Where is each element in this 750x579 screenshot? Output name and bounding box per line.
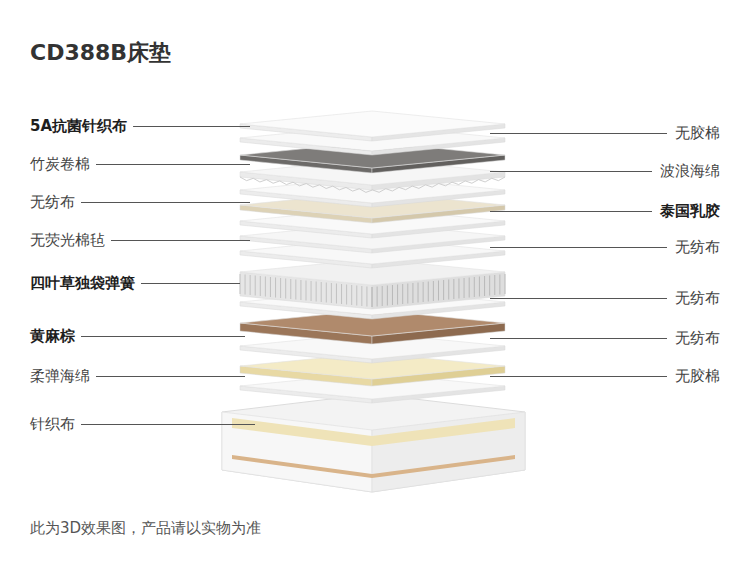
- leader-line: [111, 240, 250, 241]
- leader-line: [133, 126, 250, 127]
- spring-coil: [448, 280, 449, 300]
- spring-coil: [275, 278, 276, 298]
- spring-coil: [407, 284, 408, 304]
- leader-line: [490, 376, 667, 377]
- spring-coil: [351, 285, 352, 305]
- leader-line: [490, 211, 652, 212]
- caption: 此为3D效果图，产品请以实物为准: [30, 519, 261, 538]
- spring-coil: [372, 287, 373, 307]
- spring-coil: [382, 286, 383, 306]
- leader-line: [81, 202, 250, 203]
- leader-line: [81, 424, 255, 425]
- spring-coil: [321, 282, 322, 302]
- leader-line: [490, 247, 667, 248]
- spring-coil: [270, 277, 271, 297]
- leader-line: [490, 298, 667, 299]
- spring-coil: [341, 284, 342, 304]
- spring-coil: [265, 277, 266, 297]
- part-label: 无纺布: [675, 237, 720, 257]
- spring-coil: [361, 286, 362, 306]
- part-label: 柔弹海绵: [30, 366, 90, 386]
- part-label: 无纺布: [675, 288, 720, 308]
- tray-body: [222, 394, 525, 492]
- spring-coil: [245, 275, 246, 295]
- spring-coil: [499, 275, 500, 295]
- spring-coil: [356, 286, 357, 306]
- spring-coil: [372, 287, 373, 307]
- spring-coil: [290, 279, 291, 299]
- spring-coil: [402, 284, 403, 304]
- spring-coil: [306, 281, 307, 301]
- spring-coil: [505, 274, 506, 294]
- tray-stripe: [232, 418, 372, 446]
- leader-line: [81, 336, 245, 337]
- title: CD388B床垫: [30, 38, 171, 68]
- part-label: 黄麻棕: [30, 326, 75, 346]
- spring-coil: [285, 279, 286, 299]
- spring-coil: [438, 281, 439, 301]
- spring-coil: [469, 278, 470, 298]
- tray-stripe: [372, 455, 515, 478]
- leader-line: [490, 133, 667, 134]
- spring-coil: [311, 281, 312, 301]
- part-label: 5A抗菌针织布: [30, 116, 127, 136]
- part-label: 无胶棉: [675, 366, 720, 386]
- part-label: 无胶棉: [675, 123, 720, 143]
- part-label: 竹炭卷棉: [30, 154, 90, 174]
- tray-side: [372, 412, 525, 492]
- tray-stripe: [232, 455, 372, 478]
- spring-coil: [260, 276, 261, 296]
- spring-coil: [255, 276, 256, 296]
- part-label: 无纺布: [675, 328, 720, 348]
- spring-coil: [474, 277, 475, 297]
- base-tray: [222, 394, 525, 492]
- spring-coil: [392, 285, 393, 305]
- spring-coil: [418, 283, 419, 303]
- leader-line: [141, 283, 240, 284]
- leader-line: [96, 376, 245, 377]
- spring-coil: [366, 287, 367, 307]
- spring-coil: [494, 275, 495, 295]
- spring-coil: [484, 276, 485, 296]
- leader-line: [96, 164, 250, 165]
- wave-edge: [240, 177, 505, 192]
- spring-coil: [443, 280, 444, 300]
- spring-coil: [316, 282, 317, 302]
- spring-coil: [423, 282, 424, 302]
- spring-coil: [489, 276, 490, 296]
- leader-line: [490, 171, 652, 172]
- spring-coil: [295, 280, 296, 300]
- part-label: 针织布: [30, 414, 75, 434]
- spring-coil: [387, 286, 388, 306]
- spring-coil: [428, 282, 429, 302]
- spring-coil: [479, 277, 480, 297]
- spring-coil: [433, 281, 434, 301]
- leader-line: [490, 338, 667, 339]
- spring-coil: [412, 283, 413, 303]
- spring-coil: [331, 283, 332, 303]
- spring-coil: [326, 283, 327, 303]
- spring-coil: [250, 275, 251, 295]
- spring-coil: [458, 279, 459, 299]
- part-label: 波浪海绵: [660, 161, 720, 181]
- spring-coil: [377, 287, 378, 307]
- spring-coil: [453, 279, 454, 299]
- spring-coil: [336, 284, 337, 304]
- spring-coil: [300, 280, 301, 300]
- tray-stripe: [372, 418, 515, 446]
- part-label: 泰国乳胶: [660, 201, 720, 221]
- part-label: 无纺布: [30, 192, 75, 212]
- spring-coil: [346, 285, 347, 305]
- knit-top-layer: [240, 111, 505, 141]
- part-label: 无荧光棉毡: [30, 230, 105, 250]
- spring-coil: [464, 278, 465, 298]
- part-label: 四叶草独袋弹簧: [30, 273, 135, 293]
- spring-coil: [397, 285, 398, 305]
- layer-top: [240, 111, 505, 137]
- spring-coil: [280, 278, 281, 298]
